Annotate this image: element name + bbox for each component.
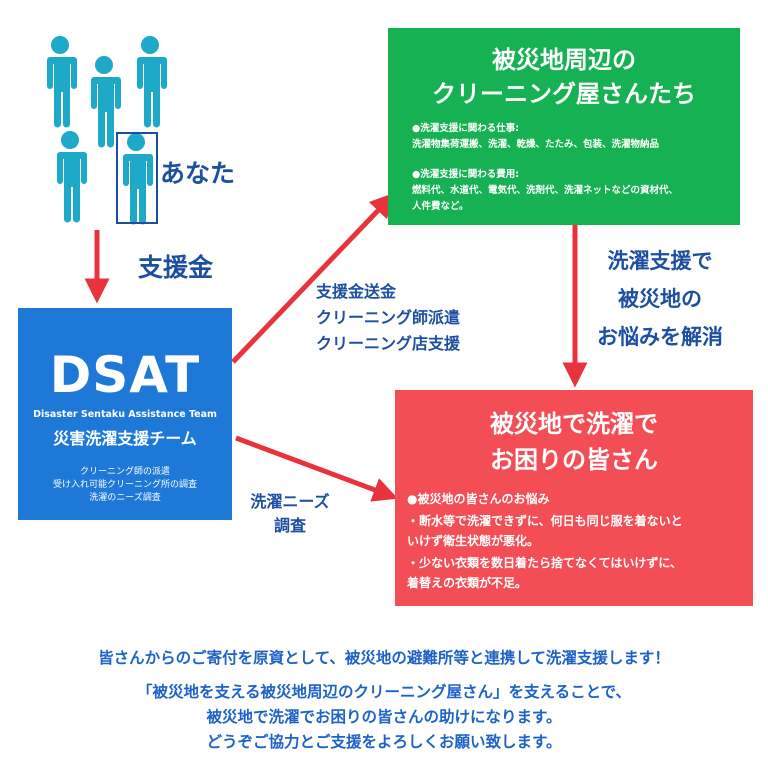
- victims-text: ●被災地の皆さんのお悩み: [407, 492, 550, 506]
- solve-label: 被災地の: [618, 287, 702, 311]
- victims-box: 被災地で洗濯で お困りの皆さん ●被災地の皆さんのお悩み ・断水等で洗濯できずに…: [395, 390, 753, 606]
- footer-text: 「被災地を支える被災地周辺のクリーニング屋さん」を支えることで、: [137, 683, 631, 701]
- dsat-item: クリーニング師の派遣: [79, 467, 170, 477]
- dsat-item: 洗濯のニーズ調査: [89, 493, 161, 503]
- footer-text: 被災地で洗濯でお困りの皆さんの助けになります。: [206, 708, 562, 726]
- dsat-japanese-name: 災害洗濯支援チーム: [53, 429, 197, 448]
- cleaners-title: クリーニング屋さんたち: [432, 80, 696, 108]
- person-icon: [46, 36, 77, 128]
- person-icon: [136, 36, 167, 128]
- footer-text: どうぞご協力とご支援をよろしくお願い致します。: [206, 733, 562, 751]
- to-cleaners-label: 支援金送金: [316, 282, 397, 301]
- dsat-title: DSAT: [49, 346, 201, 404]
- you-person-icon: [122, 133, 153, 225]
- cleaners-cost-text: 燃料代、水道代、電気代、洗剤代、洗濯ネットなどの資材代、: [412, 185, 679, 196]
- cleaners-box: 被災地周辺の クリーニング屋さんたち ●洗濯支援に関わる仕事: 洗濯物集荷運搬、…: [388, 28, 740, 225]
- to-cleaners-label: クリーニング師派遣: [316, 308, 461, 327]
- dsat-box: DSAT Disaster Sentaku Assistance Team 災害…: [18, 308, 232, 520]
- victims-text: ・断水等で洗濯できずに、何日も同じ服を着ないと: [407, 514, 683, 528]
- victims-title: 被災地で洗濯で: [490, 410, 658, 438]
- cleaners-cost-text: 人件費など。: [412, 201, 469, 212]
- cleaners-title: 被災地周辺の: [492, 46, 636, 74]
- to-victims-label: 洗濯ニーズ: [250, 492, 330, 511]
- to-cleaners-label: クリーニング店支援: [316, 334, 461, 353]
- person-icon: [56, 131, 87, 223]
- victims-text: ・少ない衣類を数日着たら捨てなくてはいけずに、: [407, 556, 683, 570]
- you-label: あなた: [160, 159, 236, 188]
- solve-label: 洗濯支援で: [607, 249, 713, 273]
- victims-title: お困りの皆さん: [490, 446, 658, 474]
- person-icon: [90, 56, 121, 148]
- cleaners-work-heading: ●洗濯支援に関わる仕事:: [412, 123, 520, 134]
- footer-text: 皆さんからのご寄付を原資として、被災地の避難所等と連携して洗濯支援します！: [98, 649, 670, 667]
- victims-text: いけず衛生状態が悪化。: [407, 534, 540, 548]
- dsat-subtitle: Disaster Sentaku Assistance Team: [33, 409, 217, 420]
- victims-text: 着替えの衣類が不足。: [407, 576, 528, 590]
- dsat-item: 受け入れ可能クリーニング所の調査: [52, 480, 197, 490]
- cleaners-work-text: 洗濯物集荷運搬、洗濯、乾燥、たたみ、包装、洗濯物納品: [412, 139, 660, 150]
- you-highlight-frame: [116, 132, 158, 224]
- support-fund-label: 支援金: [138, 253, 214, 282]
- cleaners-cost-heading: ●洗濯支援に関わる費用:: [412, 169, 520, 180]
- solve-label: お悩みを解消: [597, 325, 723, 349]
- to-victims-label: 調査: [273, 516, 306, 535]
